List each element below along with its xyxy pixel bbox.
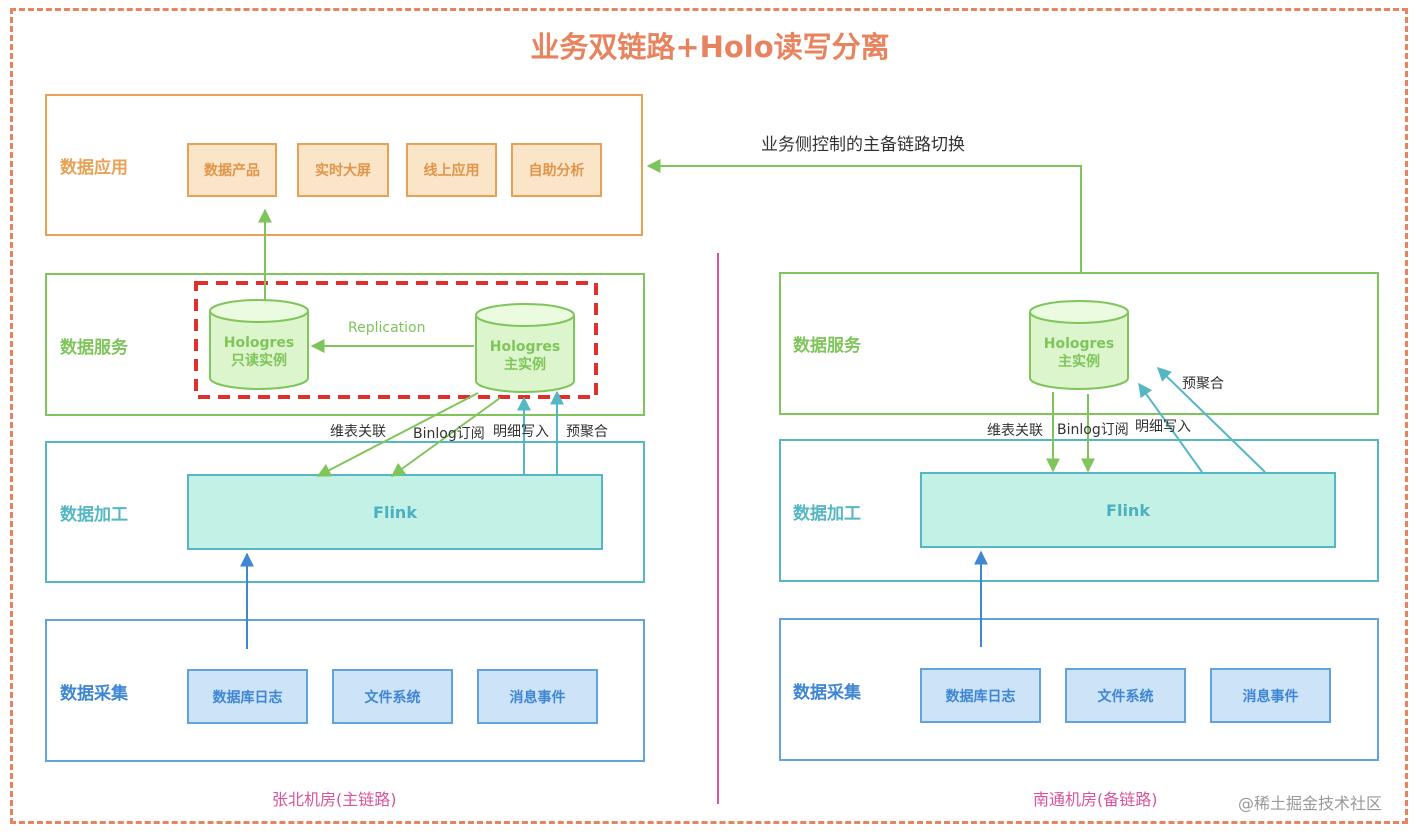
left-readonly-role: 只读实例 [231, 353, 287, 369]
right-collect-message: 消息事件 [1210, 668, 1331, 723]
left-collect-db-log: 数据库日志 [187, 669, 308, 724]
right-primary-role: 主实例 [1058, 354, 1100, 370]
right-primary-cylinder [1029, 300, 1129, 390]
left-flink-box: Flink [187, 474, 603, 550]
right-collect-db-log: 数据库日志 [920, 668, 1041, 723]
right-pre-agg-label: 预聚合 [1182, 376, 1224, 392]
right-collect-layer [779, 618, 1379, 761]
left-primary-name: Hologres [489, 339, 561, 355]
app-layer-label: 数据应用 [60, 158, 128, 178]
left-detail-write-label: 明细写入 [493, 424, 549, 440]
app-tag-data-product: 数据产品 [187, 143, 277, 197]
right-serving-layer-label: 数据服务 [793, 336, 861, 356]
left-readonly-cylinder [209, 299, 309, 390]
outer-frame [10, 8, 1408, 824]
left-collect-layer-label: 数据采集 [60, 684, 128, 704]
left-serving-layer-label: 数据服务 [60, 338, 128, 358]
left-dim-join-arrow [316, 392, 479, 477]
left-readonly-label: Hologres 只读实例 [210, 334, 308, 370]
right-primary-name: Hologres [1043, 336, 1115, 352]
right-flink-box: Flink [920, 472, 1336, 548]
right-primary-label: Hologres 主实例 [1030, 335, 1128, 371]
app-tag-online-app: 线上应用 [406, 143, 497, 197]
right-dim-join-label: 维表关联 [987, 423, 1043, 439]
right-processing-layer [779, 439, 1379, 582]
right-binlog-label: Binlog订阅 [1057, 422, 1129, 438]
app-layer [45, 94, 643, 236]
read-write-separation-highlight [194, 281, 598, 399]
switch-arrow [646, 159, 1082, 272]
watermark: @稀土掘金技术社区 [1238, 794, 1383, 813]
left-binlog-arrow [390, 397, 501, 477]
left-binlog-label: Binlog订阅 [413, 426, 485, 442]
left-collect-filesystem: 文件系统 [332, 669, 453, 724]
right-collect-layer-label: 数据采集 [793, 683, 861, 703]
right-pre-agg-arrow [1156, 367, 1266, 473]
left-collect-layer [45, 619, 645, 762]
left-collect-message: 消息事件 [477, 669, 598, 724]
replication-label: Replication [348, 320, 426, 336]
right-site-label: 南通机房(备链路) [1033, 790, 1158, 809]
right-serving-layer [779, 272, 1379, 415]
switch-label: 业务侧控制的主备链路切换 [761, 135, 965, 155]
left-serving-layer [45, 273, 645, 416]
left-primary-cylinder [475, 303, 575, 393]
app-tag-self-analysis: 自助分析 [511, 143, 602, 197]
left-readonly-name: Hologres [223, 335, 295, 351]
left-dim-join-label: 维表关联 [330, 424, 386, 440]
right-collect-filesystem: 文件系统 [1065, 668, 1186, 723]
left-processing-layer [45, 441, 645, 583]
left-primary-role: 主实例 [504, 357, 546, 373]
right-processing-layer-label: 数据加工 [793, 504, 861, 524]
left-processing-layer-label: 数据加工 [60, 505, 128, 525]
left-pre-agg-label: 预聚合 [566, 424, 608, 440]
diagram-title: 业务双链路+Holo读写分离 [530, 30, 890, 64]
right-detail-write-label: 明细写入 [1135, 419, 1191, 435]
right-detail-write-arrow [1138, 382, 1203, 473]
left-primary-label: Hologres 主实例 [476, 338, 574, 374]
left-site-label: 张北机房(主链路) [272, 790, 397, 809]
app-tag-realtime-screen: 实时大屏 [297, 143, 389, 197]
